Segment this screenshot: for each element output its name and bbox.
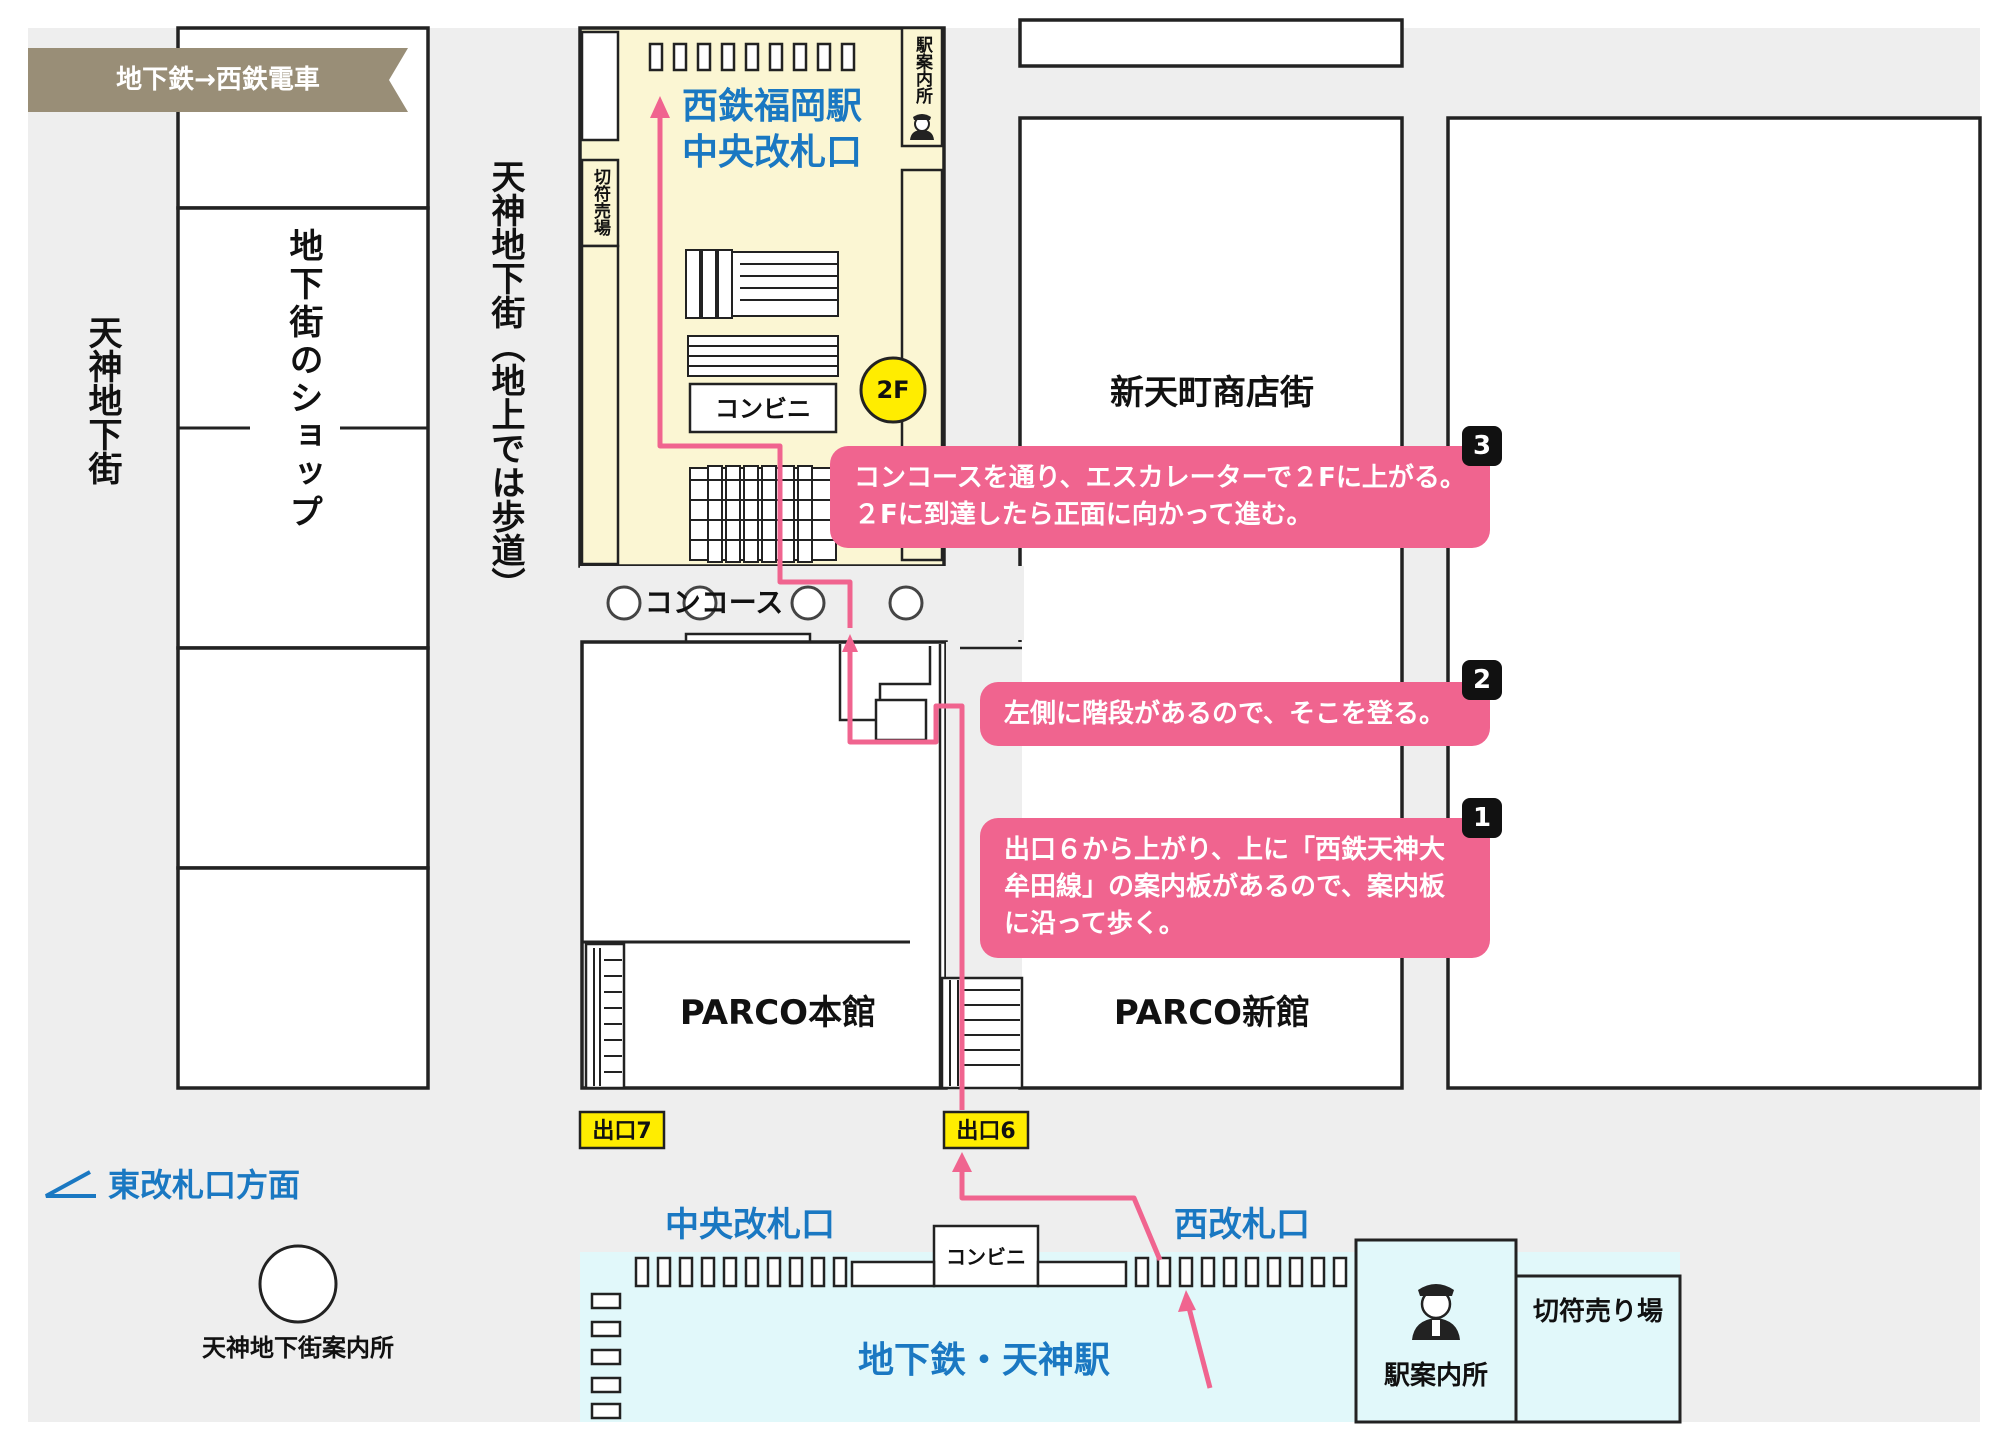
subway-convenience-box (932, 1224, 1040, 1288)
svg-text:天神地下街（地上では歩道）: 天神地下街（地上では歩道） (485, 159, 526, 601)
station-info-small-label: 駅案内所 (912, 36, 934, 105)
subway-west-gate-barriers (1134, 1256, 1348, 1288)
central-gate-label: 中央改札口 (682, 132, 862, 173)
exit7-label: 出口7 (592, 1119, 651, 1144)
subway-station-label: 地下鉄・天神駅 (858, 1340, 1110, 1381)
east-gate-arrow-icon (45, 1170, 96, 1198)
ticket-office-box (580, 158, 620, 248)
convenience-2f-box (688, 382, 838, 434)
svg-text:天神地下街: 天神地下街 (82, 315, 123, 485)
step-1-badge: 1 (1462, 798, 1502, 838)
shop-street-label: 地下街のショップ (283, 228, 324, 532)
subway-convenience-label: コンビニ (946, 1245, 1026, 1269)
staff-icon (1412, 1284, 1460, 1340)
escalator-middle (687, 335, 839, 377)
tenjin-info-center-label: 天神地下街案内所 (202, 1334, 394, 1362)
convenience-2f-label: コンビニ (715, 395, 811, 423)
top-block (1018, 18, 1404, 68)
left-platform-strip (580, 30, 620, 142)
route-arrowheads (650, 96, 1196, 1312)
exit7-badge (578, 1110, 666, 1150)
east-gate-direction-label: 東改札口方面 (108, 1166, 300, 1204)
route-title-tag: 地下鉄→西鉄電車 (28, 48, 408, 112)
escalator-lower (689, 465, 837, 563)
tenjin-info-circle (258, 1244, 338, 1324)
concourse-label: コンコース (645, 586, 784, 619)
subway-west-gate-label: 西改札口 (1174, 1205, 1310, 1245)
staff-icon-small (910, 114, 934, 140)
shop-block-4 (176, 866, 430, 1090)
escalator-upper (685, 249, 839, 319)
shop-block-3 (176, 646, 430, 870)
step-3-badge: 3 (1462, 426, 1502, 466)
exit7-stairs (584, 942, 626, 1090)
shintenmachi-label: 新天町商店街 (1110, 373, 1314, 413)
step-3-callout: コンコースを通り、エスカレーターで２Fに上がる。２Fに到達したら正面に向かって進… (830, 446, 1490, 548)
step-2-text: 左側に階段があるので、そこを登る。 (1004, 699, 1445, 729)
exit6-badge (942, 1110, 1030, 1150)
right-block (1446, 116, 1982, 1090)
subway-central-gate-barriers (634, 1256, 848, 1288)
central-gate-barriers (648, 42, 856, 72)
svg-text:地下街のショップ: 地下街のショップ (283, 228, 324, 532)
step-2-badge: 2 (1462, 660, 1502, 700)
tenjin-chikagai-left-label: 天神地下街 (82, 315, 123, 485)
subway-left-barriers (590, 1292, 622, 1420)
step-1-text: 出口６から上がり、上に「西鉄天神大牟田線」の案内板があるので、案内板に沿って歩く… (1004, 835, 1445, 939)
subway-info-label: 駅案内所 (1384, 1360, 1488, 1391)
subway-ticket-box (1514, 1274, 1682, 1424)
ticket-office-small-label: 切符売場 (590, 168, 611, 237)
parco-main-label: PARCO本館 (680, 993, 876, 1033)
floor-2f-badge (859, 356, 927, 424)
step-3-text: コンコースを通り、エスカレーターで２Fに上がる。２Fに到達したら正面に向かって進… (854, 463, 1466, 530)
inner-stairs (838, 644, 1024, 1090)
subway-central-gate-label: 中央改札口 (665, 1205, 835, 1245)
step-2-callout: 左側に階段があるので、そこを登る。 (980, 682, 1490, 746)
tenjin-chikagai-center-label: 天神地下街（地上では歩道） (485, 159, 526, 601)
floor-2f-label: 2F (876, 376, 909, 404)
left-strip-lower (580, 244, 620, 566)
step-1-callout: 出口６から上がり、上に「西鉄天神大牟田線」の案内板があるので、案内板に沿って歩く… (980, 818, 1490, 958)
concourse-pillars (606, 585, 924, 621)
subway-ticket-label: 切符売り場 (1533, 1296, 1663, 1327)
route-path (657, 114, 1213, 1389)
nishitetsu-station-label: 西鉄福岡駅 (682, 86, 862, 127)
parco-new-label: PARCO新館 (1114, 993, 1310, 1033)
exit6-label: 出口6 (956, 1119, 1015, 1144)
